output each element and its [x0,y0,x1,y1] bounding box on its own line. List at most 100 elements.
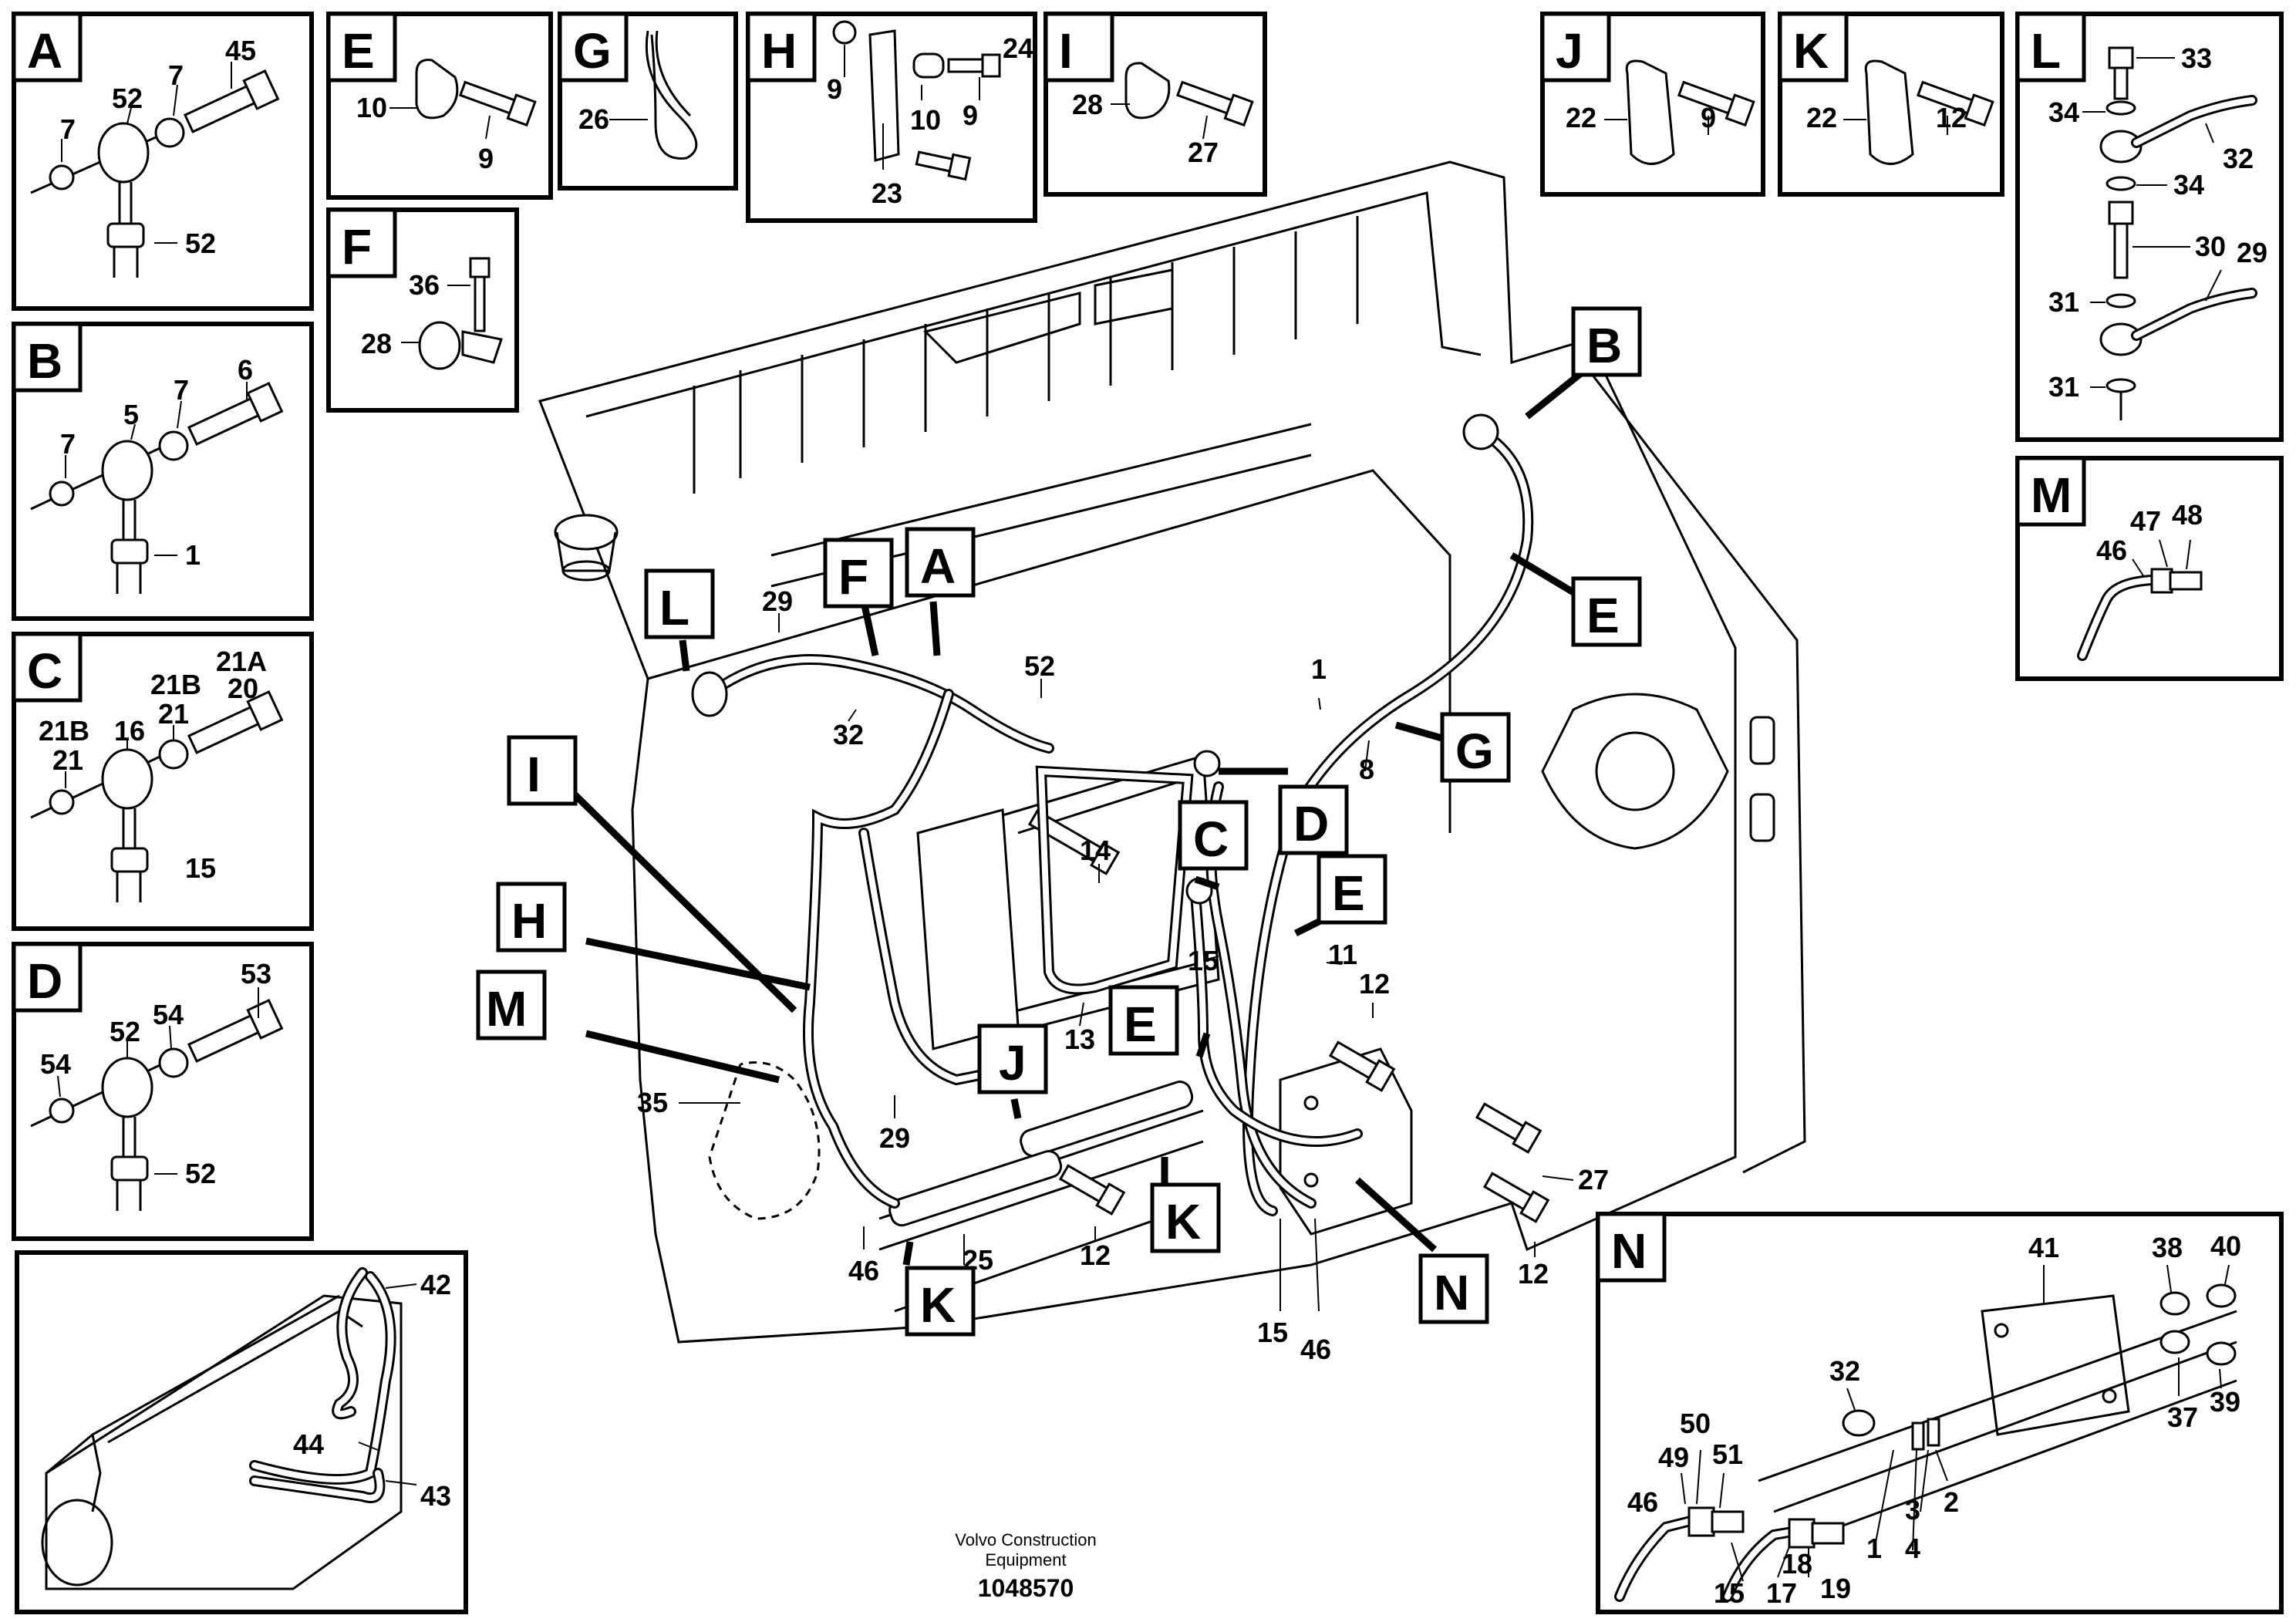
label: 13 [1064,1023,1095,1055]
label: 34 [2173,169,2204,201]
label: 54 [153,999,184,1030]
tag-e: E [1586,588,1620,643]
label: 37 [2167,1401,2198,1433]
label: 26 [578,103,609,135]
label: 21 [52,744,83,776]
label: 7 [60,428,76,460]
panel-letter: K [1793,23,1829,79]
label: 46 [848,1255,879,1286]
footer: Volvo Construction Equipment 1048570 [955,1530,1096,1602]
panel-letter: N [1611,1223,1647,1279]
panel-letter: J [1556,23,1583,79]
label: 1 [185,539,201,571]
label: 46 [1300,1334,1331,1365]
panel-letter: G [573,23,612,79]
label: 23 [872,177,902,209]
label: 52 [112,83,143,114]
tag-h: H [511,893,547,949]
tag-a: A [920,538,956,594]
company-name: Volvo Construction [955,1530,1096,1549]
label: 14 [1080,835,1111,866]
label: 12 [1936,102,1967,133]
tag-j: J [999,1035,1027,1091]
label: 32 [833,719,864,750]
label: 10 [356,92,387,123]
label: 9 [963,99,978,131]
label: 25 [963,1244,993,1276]
label: 7 [60,113,76,145]
panel-letter: B [27,333,62,389]
detail-panel-d: D 53 52 54 54 52 [12,942,314,1241]
tag-c: C [1193,811,1229,867]
detail-panel-c: C 21A 20 21B 21 21B 21 16 15 [12,632,314,931]
label: 10 [910,104,941,136]
tag-k: K [920,1277,956,1333]
label: 27 [1578,1164,1609,1195]
label: 29 [762,585,793,617]
label: 11 [1328,939,1357,970]
label: 15 [1257,1317,1288,1348]
panel-letter: F [342,219,372,275]
label: 15 [1188,945,1219,976]
panel-letter: H [761,23,797,79]
tag-b: B [1586,318,1622,373]
label: 29 [2237,237,2267,268]
label: 32 [2223,143,2254,174]
label: 45 [225,35,256,66]
label: 21B [39,715,89,747]
label: 34 [2048,96,2079,128]
label: 16 [114,715,145,747]
label: 24 [1003,32,1033,64]
label: 30 [2195,231,2226,262]
detail-panel-f: F 36 28 [326,207,519,413]
tag-n: N [1434,1265,1469,1320]
label: 46 [1627,1486,1658,1518]
label: 22 [1806,102,1837,133]
drawing-number: 1048570 [978,1574,1074,1602]
detail-panel-l: L 33 34 32 34 30 29 31 31 [2015,12,2284,442]
detail-panel-b: B 6 5 7 7 1 [12,322,314,621]
panel-letter: M [2031,467,2072,523]
label: 36 [409,269,440,301]
label: 9 [478,143,494,174]
tag-m: M [486,981,527,1037]
panel-letter: A [27,23,62,79]
label: 12 [1080,1239,1111,1271]
label: 32 [1829,1355,1860,1387]
label: 12 [1518,1258,1549,1290]
tag-d: D [1293,796,1329,851]
label: 19 [1820,1573,1851,1604]
label: 29 [879,1122,910,1154]
label: 42 [420,1269,451,1300]
panel-letter: I [1059,23,1073,79]
detail-panel-a: A 45 52 7 7 52 [12,12,314,311]
detail-panel-m: M 47 48 46 [2015,456,2284,681]
label: 28 [361,328,392,359]
label: 31 [2048,286,2079,318]
label: 52 [110,1016,140,1047]
label: 7 [174,374,189,406]
tag-g: G [1455,723,1494,779]
label: 49 [1658,1442,1689,1473]
label: 28 [1072,89,1103,120]
label: 21 [158,698,189,730]
label: 33 [2181,42,2212,74]
detail-panel-i: I 28 27 [1043,12,1267,197]
label: 54 [40,1048,71,1080]
label: 15 [1714,1577,1745,1609]
label: 2 [1944,1486,1959,1518]
label: 9 [827,73,842,105]
main-view-tags: B E L F A G D C E I H E M J K K N [476,306,1642,1337]
tag-k: K [1165,1194,1201,1249]
panel-letter: E [342,23,375,79]
label: 47 [2130,505,2161,537]
label: 52 [185,1158,216,1189]
label: 4 [1905,1533,1920,1564]
label: 20 [228,673,258,704]
label: 44 [293,1428,324,1460]
inset-lower-left: 42 44 43 [15,1250,468,1614]
label: 12 [1359,968,1390,1000]
label: 53 [241,958,271,990]
label: 15 [185,852,216,884]
label: 17 [1766,1577,1797,1609]
